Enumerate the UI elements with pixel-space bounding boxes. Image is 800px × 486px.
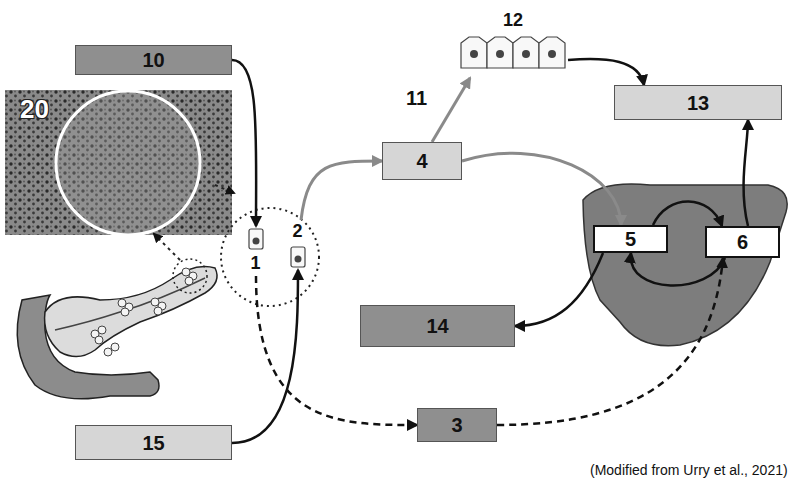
liver-box: 6 bbox=[705, 226, 780, 258]
cell-node: 2 bbox=[285, 220, 310, 270]
connector-arrow bbox=[232, 60, 256, 226]
liver-box: 5 bbox=[593, 225, 668, 253]
connector-arrow bbox=[301, 161, 382, 220]
connector-arrow bbox=[232, 270, 298, 443]
pancreatic-duct bbox=[55, 278, 205, 330]
hormone-box: 3 bbox=[417, 408, 497, 442]
callout-number: 11 bbox=[406, 88, 427, 108]
connector-arrow bbox=[744, 120, 748, 226]
hormone-box: 4 bbox=[382, 142, 462, 180]
connector-arrow bbox=[462, 153, 621, 225]
callout-number: 2 bbox=[292, 222, 302, 242]
box-number: 15 bbox=[142, 432, 164, 454]
box-number: 6 bbox=[737, 231, 748, 253]
effect-box: 13 bbox=[614, 85, 782, 120]
box-number: 14 bbox=[426, 315, 448, 337]
input-box: 15 bbox=[75, 425, 232, 460]
cell-row-icon bbox=[460, 35, 566, 69]
liver bbox=[583, 184, 787, 346]
box-number: 4 bbox=[416, 150, 427, 172]
pancreas bbox=[45, 267, 217, 357]
target-cells: 12 bbox=[458, 2, 568, 78]
input-box: 10 bbox=[75, 45, 232, 75]
connector-arrow bbox=[432, 78, 470, 142]
zoom-leader bbox=[154, 234, 180, 260]
callout-number: 1 bbox=[250, 254, 260, 274]
cell-icon bbox=[290, 246, 306, 268]
box-number: 3 bbox=[451, 414, 462, 436]
cell-group-circle bbox=[221, 208, 319, 306]
islet-clusters bbox=[91, 268, 197, 356]
source-caption: (Modified from Urry et al., 2021) bbox=[590, 463, 788, 478]
zoom-circle bbox=[173, 259, 207, 293]
output-box: 14 bbox=[360, 305, 515, 347]
zoom-leader bbox=[215, 185, 234, 193]
connector-arrow bbox=[515, 253, 603, 326]
callout-number: 12 bbox=[503, 11, 523, 31]
micrograph bbox=[5, 90, 232, 235]
connector-arrow bbox=[568, 59, 644, 85]
cell-icon bbox=[248, 228, 264, 250]
islet-circle bbox=[56, 91, 200, 235]
box-number: 5 bbox=[625, 228, 636, 250]
box-number: 13 bbox=[687, 92, 709, 114]
cell-node: 1 bbox=[243, 226, 268, 276]
connector-arrow bbox=[653, 201, 722, 226]
box-number: 10 bbox=[142, 49, 164, 71]
callout-number: 20 bbox=[20, 96, 49, 122]
dashed-arrow bbox=[256, 276, 417, 425]
